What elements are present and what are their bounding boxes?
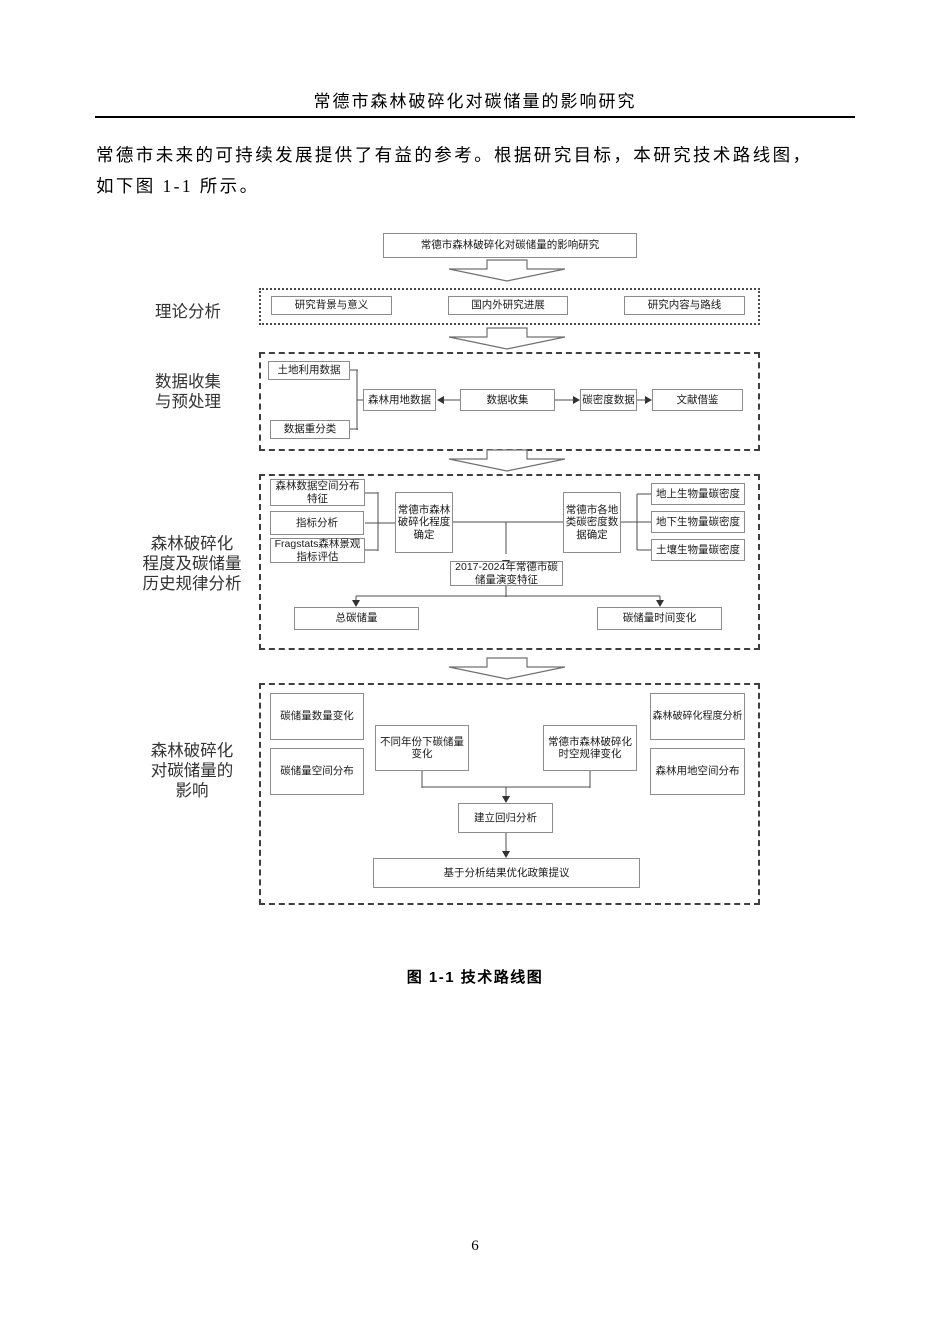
- body-paragraph-line2: 如下图 1-1 所示。: [96, 176, 260, 196]
- flow-node-indicator-analysis: 指标分析: [270, 511, 364, 535]
- flow-node-above-ground-density: 地上生物量碳密度: [651, 483, 745, 505]
- flow-node-yearly-carbon-change: 不同年份下碳储量变化: [375, 725, 469, 771]
- flow-node-spatiotemporal-pattern: 常德市森林破碎化时空规律变化: [543, 725, 637, 771]
- flow-node-policy-suggestion: 基于分析结果优化政策提议: [373, 858, 640, 888]
- header-rule: [95, 116, 855, 118]
- flow-node-forest-land-data: 森林用地数据: [363, 389, 436, 411]
- flow-node-data-reclass: 数据重分类: [270, 420, 350, 439]
- flow-node-soil-density: 土壤生物量碳密度: [651, 539, 745, 561]
- running-header: 常德市森林破碎化对碳储量的影响研究: [313, 92, 637, 111]
- section-label-data-collection: 数据收集 与预处理: [155, 373, 221, 411]
- section-label-impact: 森林破碎化 对碳储量的 影响: [150, 742, 234, 800]
- flow-node-fragstats-evaluation: Fragstats森林景观指标评估: [270, 538, 365, 563]
- page-number: 6: [471, 1238, 479, 1254]
- flow-node-carbon-density-data: 碳密度数据: [580, 389, 637, 411]
- flow-node-degree-analysis: 森林破碎化程度分析: [650, 693, 745, 740]
- flow-node-spatial-distribution: 森林数据空间分布特征: [270, 479, 365, 506]
- figure-caption: 图 1-1 技术路线图: [406, 969, 544, 986]
- section-frame-history-analysis: [259, 474, 760, 650]
- flow-node-carbon-time-change: 碳储量时间变化: [597, 607, 722, 630]
- flow-node-total-carbon: 总碳储量: [294, 607, 419, 630]
- flow-node-carbon-spatial-dist: 碳储量空间分布: [270, 748, 364, 795]
- section-label-theory: 理论分析: [155, 303, 221, 321]
- flow-node-literature-reference: 文献借鉴: [652, 389, 743, 411]
- flow-node-fragmentation-degree: 常德市森林破碎化程度确定: [395, 492, 453, 553]
- section-frame-theory: [259, 288, 760, 325]
- body-paragraph-line1: 常德市未来的可持续发展提供了有益的参考。根据研究目标，本研究技术路线图，: [96, 145, 813, 165]
- flow-node-carbon-qty-change: 碳储量数量变化: [270, 693, 364, 740]
- flow-node-research-progress: 国内外研究进展: [448, 296, 568, 315]
- flow-node-carbon-evolution: 2017-2024年常德市碳储量演变特征: [450, 561, 563, 586]
- down-arrow-icon: [448, 259, 566, 680]
- flow-node-forest-spatial-dist: 森林用地空间分布: [650, 748, 745, 795]
- flow-node-regression-analysis: 建立回归分析: [458, 803, 553, 833]
- flow-node-data-collection: 数据收集: [460, 389, 555, 411]
- flow-node-research-background: 研究背景与意义: [271, 296, 392, 315]
- flow-node-land-use-data: 土地利用数据: [268, 361, 350, 380]
- flow-node-root: 常德市森林破碎化对碳储量的影响研究: [383, 233, 637, 258]
- flow-node-below-ground-density: 地下生物量碳密度: [651, 511, 745, 533]
- flow-node-density-determination: 常德市各地类碳密度数据确定: [563, 492, 621, 553]
- section-frame-impact: [259, 683, 760, 905]
- section-label-history-analysis: 森林破碎化 程度及碳储量 历史规律分析: [142, 535, 242, 593]
- flow-node-content-route: 研究内容与路线: [624, 296, 745, 315]
